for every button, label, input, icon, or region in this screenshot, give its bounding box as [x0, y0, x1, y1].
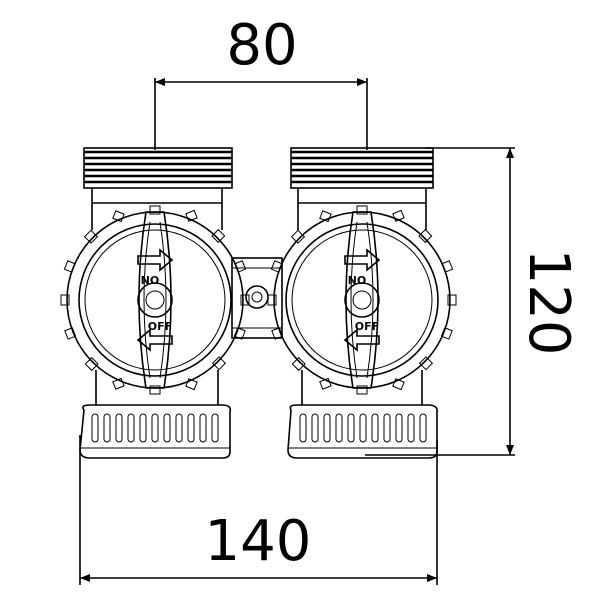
- valve-left-on-label: ON: [141, 273, 160, 286]
- valve-left-bottom-nut: [79, 404, 232, 459]
- valve-right-on-arrow-icon: [344, 248, 381, 272]
- valve-left-off-label: OFF: [148, 320, 172, 333]
- valve-left-gear-ring: [60, 205, 250, 395]
- valve-right-off-arrow-icon: [343, 328, 380, 352]
- valve-right-on-label: ON: [348, 273, 367, 286]
- valve-left-on-arrow-icon: [137, 248, 174, 272]
- dimension-top-spacing: 80: [154, 13, 368, 150]
- valve-right-lever-handle: [344, 211, 380, 389]
- dimension-bottom-width-label: 140: [205, 509, 312, 574]
- dimension-top-spacing-label: 80: [226, 13, 297, 78]
- valve-right-off-label: OFF: [355, 320, 379, 333]
- valve-right-gear-ring: [267, 205, 457, 395]
- valve-right: ON OFF: [267, 147, 457, 459]
- valve-left-off-arrow-icon: [136, 328, 173, 352]
- dimension-height-label: 120: [516, 249, 581, 356]
- valve-left-lever-handle: [137, 211, 173, 389]
- valve-right-thread: [290, 147, 434, 204]
- valve-left-thread: [83, 147, 233, 204]
- dimension-bottom-width: 140: [79, 435, 438, 585]
- valve-right-bottom-nut: [287, 404, 438, 459]
- valve-left: ON OFF: [60, 147, 250, 459]
- center-connector: [231, 257, 283, 339]
- dimension-height: 120: [365, 147, 581, 456]
